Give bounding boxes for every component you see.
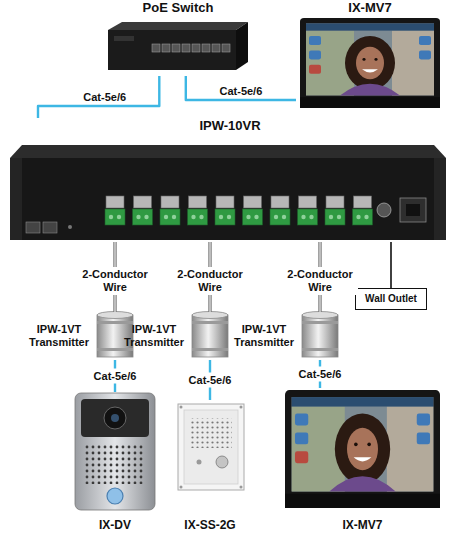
node-text-group: IX-MV7 bbox=[296, 0, 444, 16]
monitor-illustration bbox=[300, 18, 440, 108]
transmitter-node: IPW-1VT Transmitter bbox=[230, 312, 340, 360]
monitor-illustration bbox=[285, 390, 440, 508]
node-label: IX-MV7 bbox=[283, 518, 442, 532]
node-label: PoE Switch bbox=[100, 0, 256, 16]
cable-connector bbox=[38, 76, 159, 118]
node-label: IX-SS-2G bbox=[170, 518, 250, 532]
node-text-group: IX-SS-2G bbox=[170, 518, 250, 532]
node-text-group: IPW-1VT Transmitter bbox=[230, 323, 298, 349]
cable-connector bbox=[186, 76, 296, 100]
rack-unit-node: IPW-10VR bbox=[8, 118, 452, 242]
cable-label: Cat-5e/6 bbox=[217, 84, 264, 99]
outlet-box: Wall Outlet bbox=[355, 288, 427, 310]
node-text-group: IX-MV7 bbox=[283, 518, 442, 532]
node-text-group: Wall Outlet bbox=[356, 293, 426, 305]
node-label: IX-DV bbox=[75, 518, 155, 532]
cable-label: Cat-5e/6 bbox=[81, 90, 128, 105]
node-label: IPW-10VR bbox=[8, 118, 452, 134]
monitor-node: IX-MV7 bbox=[296, 0, 444, 110]
node-text-group: IPW-1VT Transmitter bbox=[120, 323, 188, 349]
node-label: IPW-1VT Transmitter bbox=[230, 323, 298, 349]
transmitter-node: IPW-1VT Transmitter bbox=[120, 312, 230, 360]
cable-connector bbox=[390, 242, 392, 288]
cable-label: 2-Conductor Wire bbox=[172, 267, 248, 295]
sub-station-node: IX-SS-2G bbox=[170, 400, 250, 532]
node-text-group: IPW-1VT Transmitter bbox=[25, 323, 93, 349]
cable-label: 2-Conductor Wire bbox=[282, 267, 358, 295]
sub-station-illustration bbox=[178, 404, 244, 490]
cable-label: Cat-5e/6 bbox=[297, 367, 344, 382]
node-label: IPW-1VT Transmitter bbox=[25, 323, 93, 349]
door-station-node: IX-DV bbox=[75, 392, 155, 532]
node-text-group: IX-DV bbox=[75, 518, 155, 532]
rack-unit-illustration bbox=[10, 145, 446, 240]
switch-node: PoE Switch bbox=[100, 0, 256, 76]
transmitter-node: IPW-1VT Transmitter bbox=[25, 312, 135, 360]
cable-label: 2-Conductor Wire bbox=[77, 267, 153, 295]
transmitter-illustration bbox=[97, 312, 338, 358]
node-label: IPW-1VT Transmitter bbox=[120, 323, 188, 349]
cable-label: Cat-5e/6 bbox=[92, 369, 139, 384]
node-text-group: IPW-10VR bbox=[8, 118, 452, 134]
poe-switch-illustration bbox=[108, 22, 248, 70]
monitor-node: IX-MV7 bbox=[283, 388, 442, 532]
cable-label: Cat-5e/6 bbox=[187, 373, 234, 388]
node-text-group: PoE Switch bbox=[100, 0, 256, 16]
node-label: Wall Outlet bbox=[356, 293, 426, 305]
node-label: IX-MV7 bbox=[296, 0, 444, 16]
door-station-illustration bbox=[75, 393, 155, 510]
